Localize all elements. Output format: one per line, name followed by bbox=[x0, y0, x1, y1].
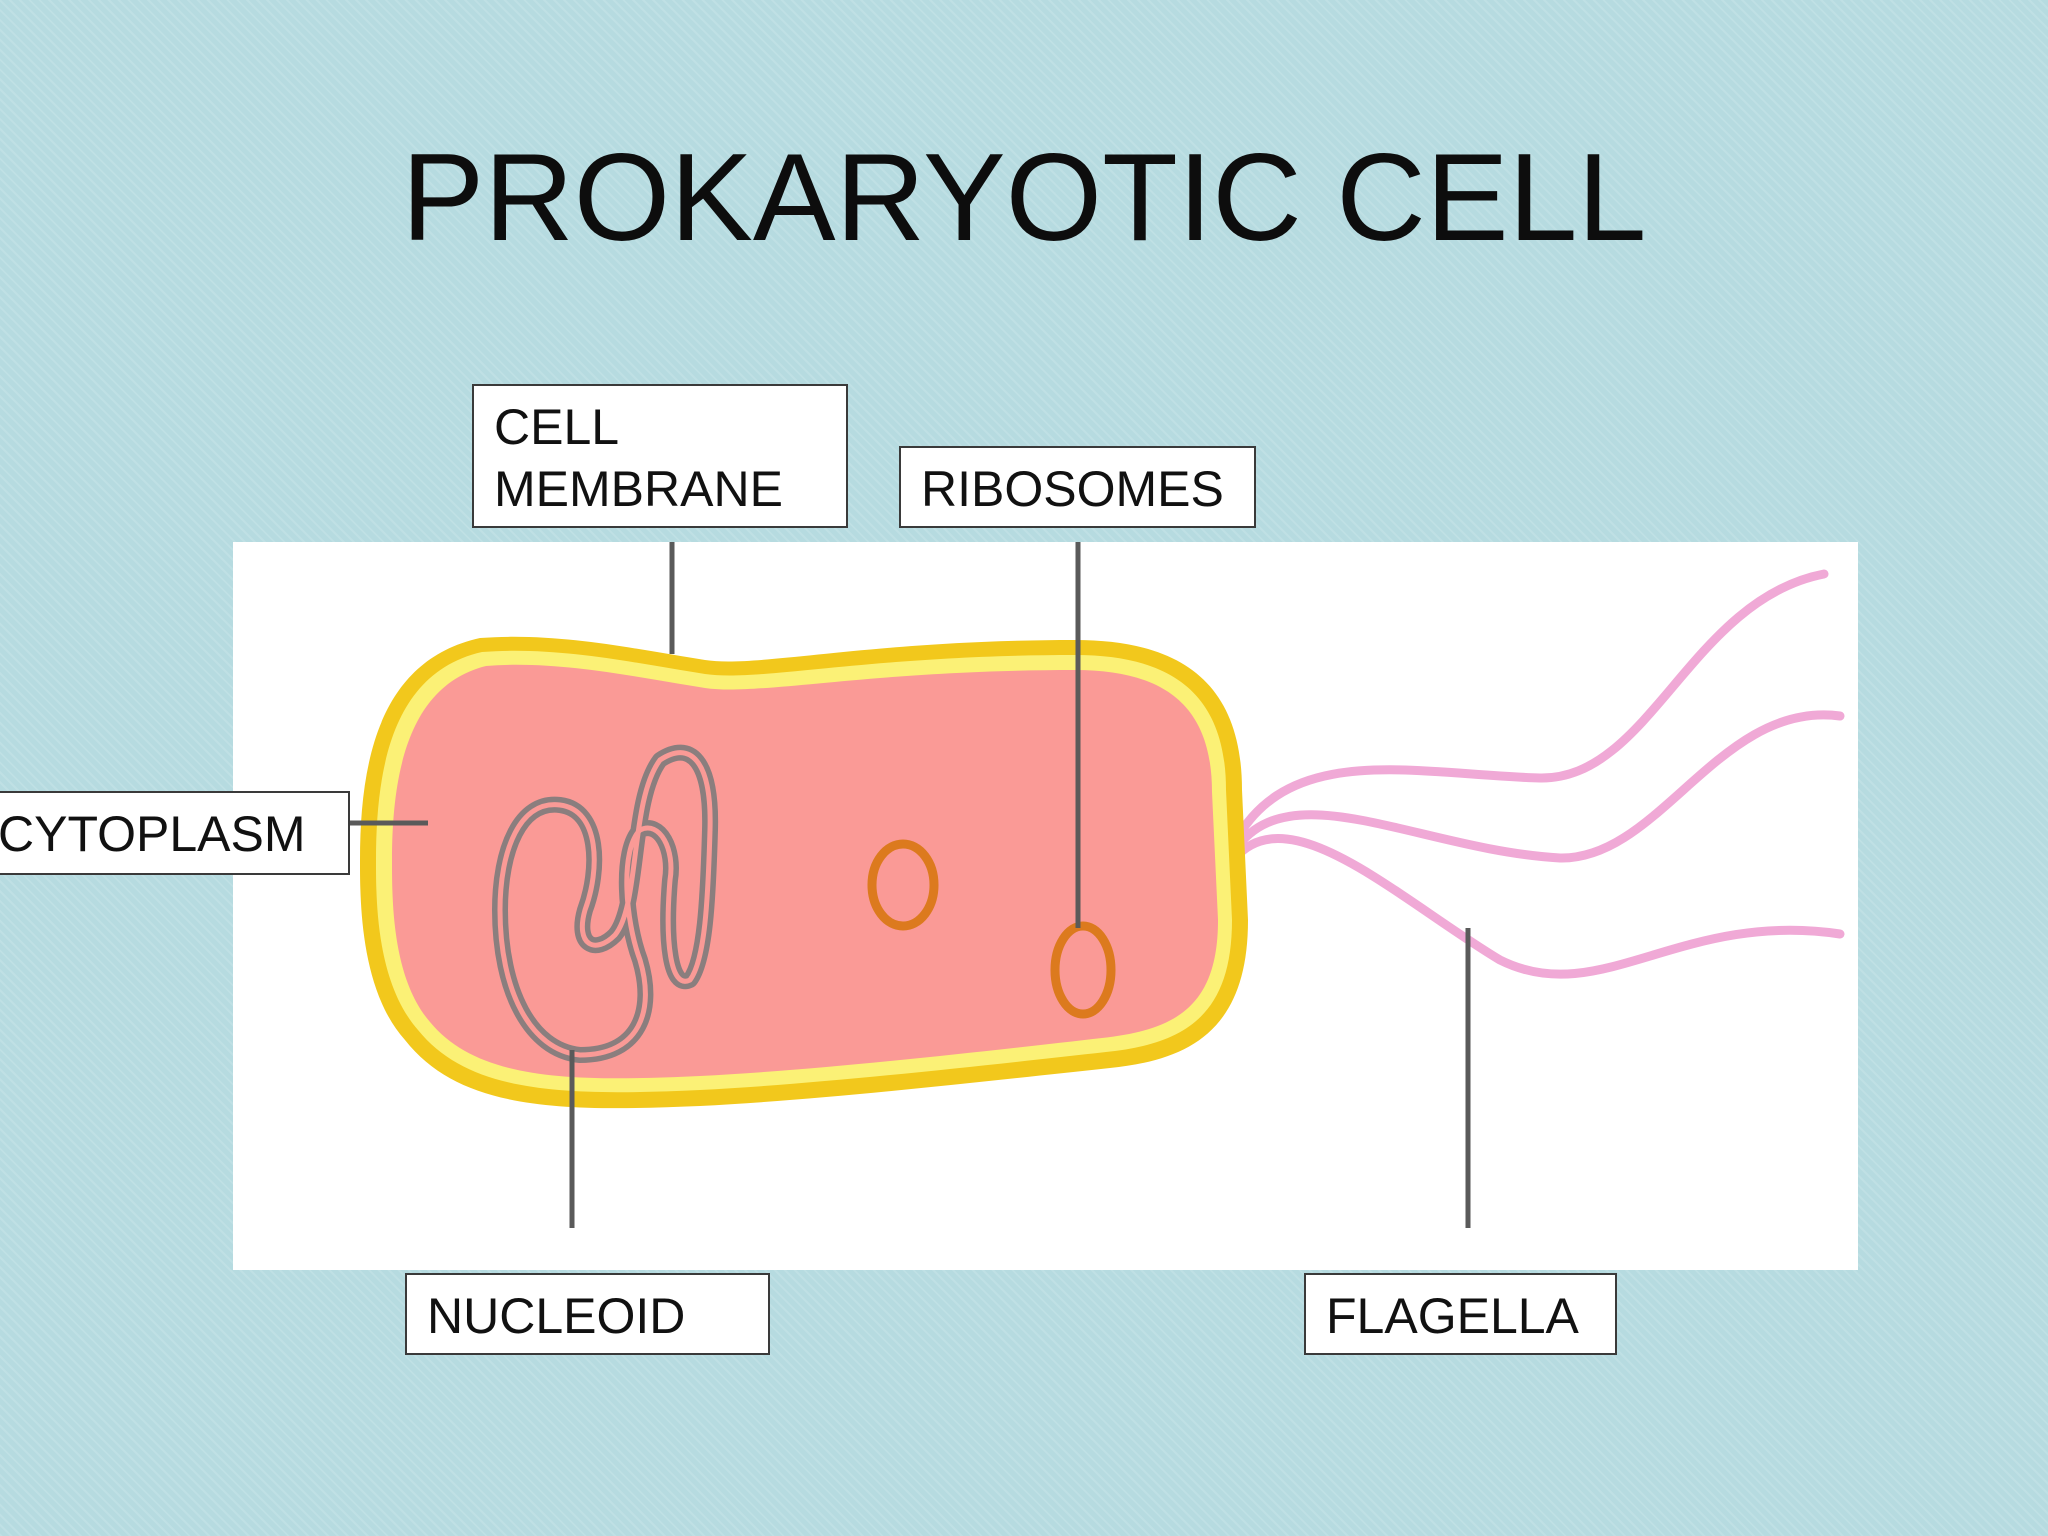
nucleoid-strand-inner bbox=[497, 750, 713, 1058]
label-cytoplasm: CYTOPLASM bbox=[0, 791, 350, 875]
ribosome-1 bbox=[867, 839, 939, 931]
label-ribosomes: RIBOSOMES bbox=[899, 446, 1256, 528]
ribosome-2 bbox=[1050, 921, 1116, 1019]
nucleoid bbox=[492, 744, 719, 1063]
leader-lines bbox=[350, 542, 1471, 1228]
flagellum-2 bbox=[1230, 710, 1845, 863]
slide-title: PROKARYOTIC CELL bbox=[401, 129, 1647, 267]
label-flagella: FLAGELLA bbox=[1304, 1273, 1617, 1355]
label-cell-membrane: CELL MEMBRANE bbox=[472, 384, 848, 528]
cytoplasm bbox=[392, 664, 1218, 1079]
flagella-group bbox=[1230, 569, 1845, 979]
flagellum-3 bbox=[1230, 834, 1845, 979]
flagellum-1 bbox=[1230, 569, 1829, 847]
label-nucleoid: NUCLEOID bbox=[405, 1273, 770, 1355]
ribosomes bbox=[867, 839, 1116, 1019]
